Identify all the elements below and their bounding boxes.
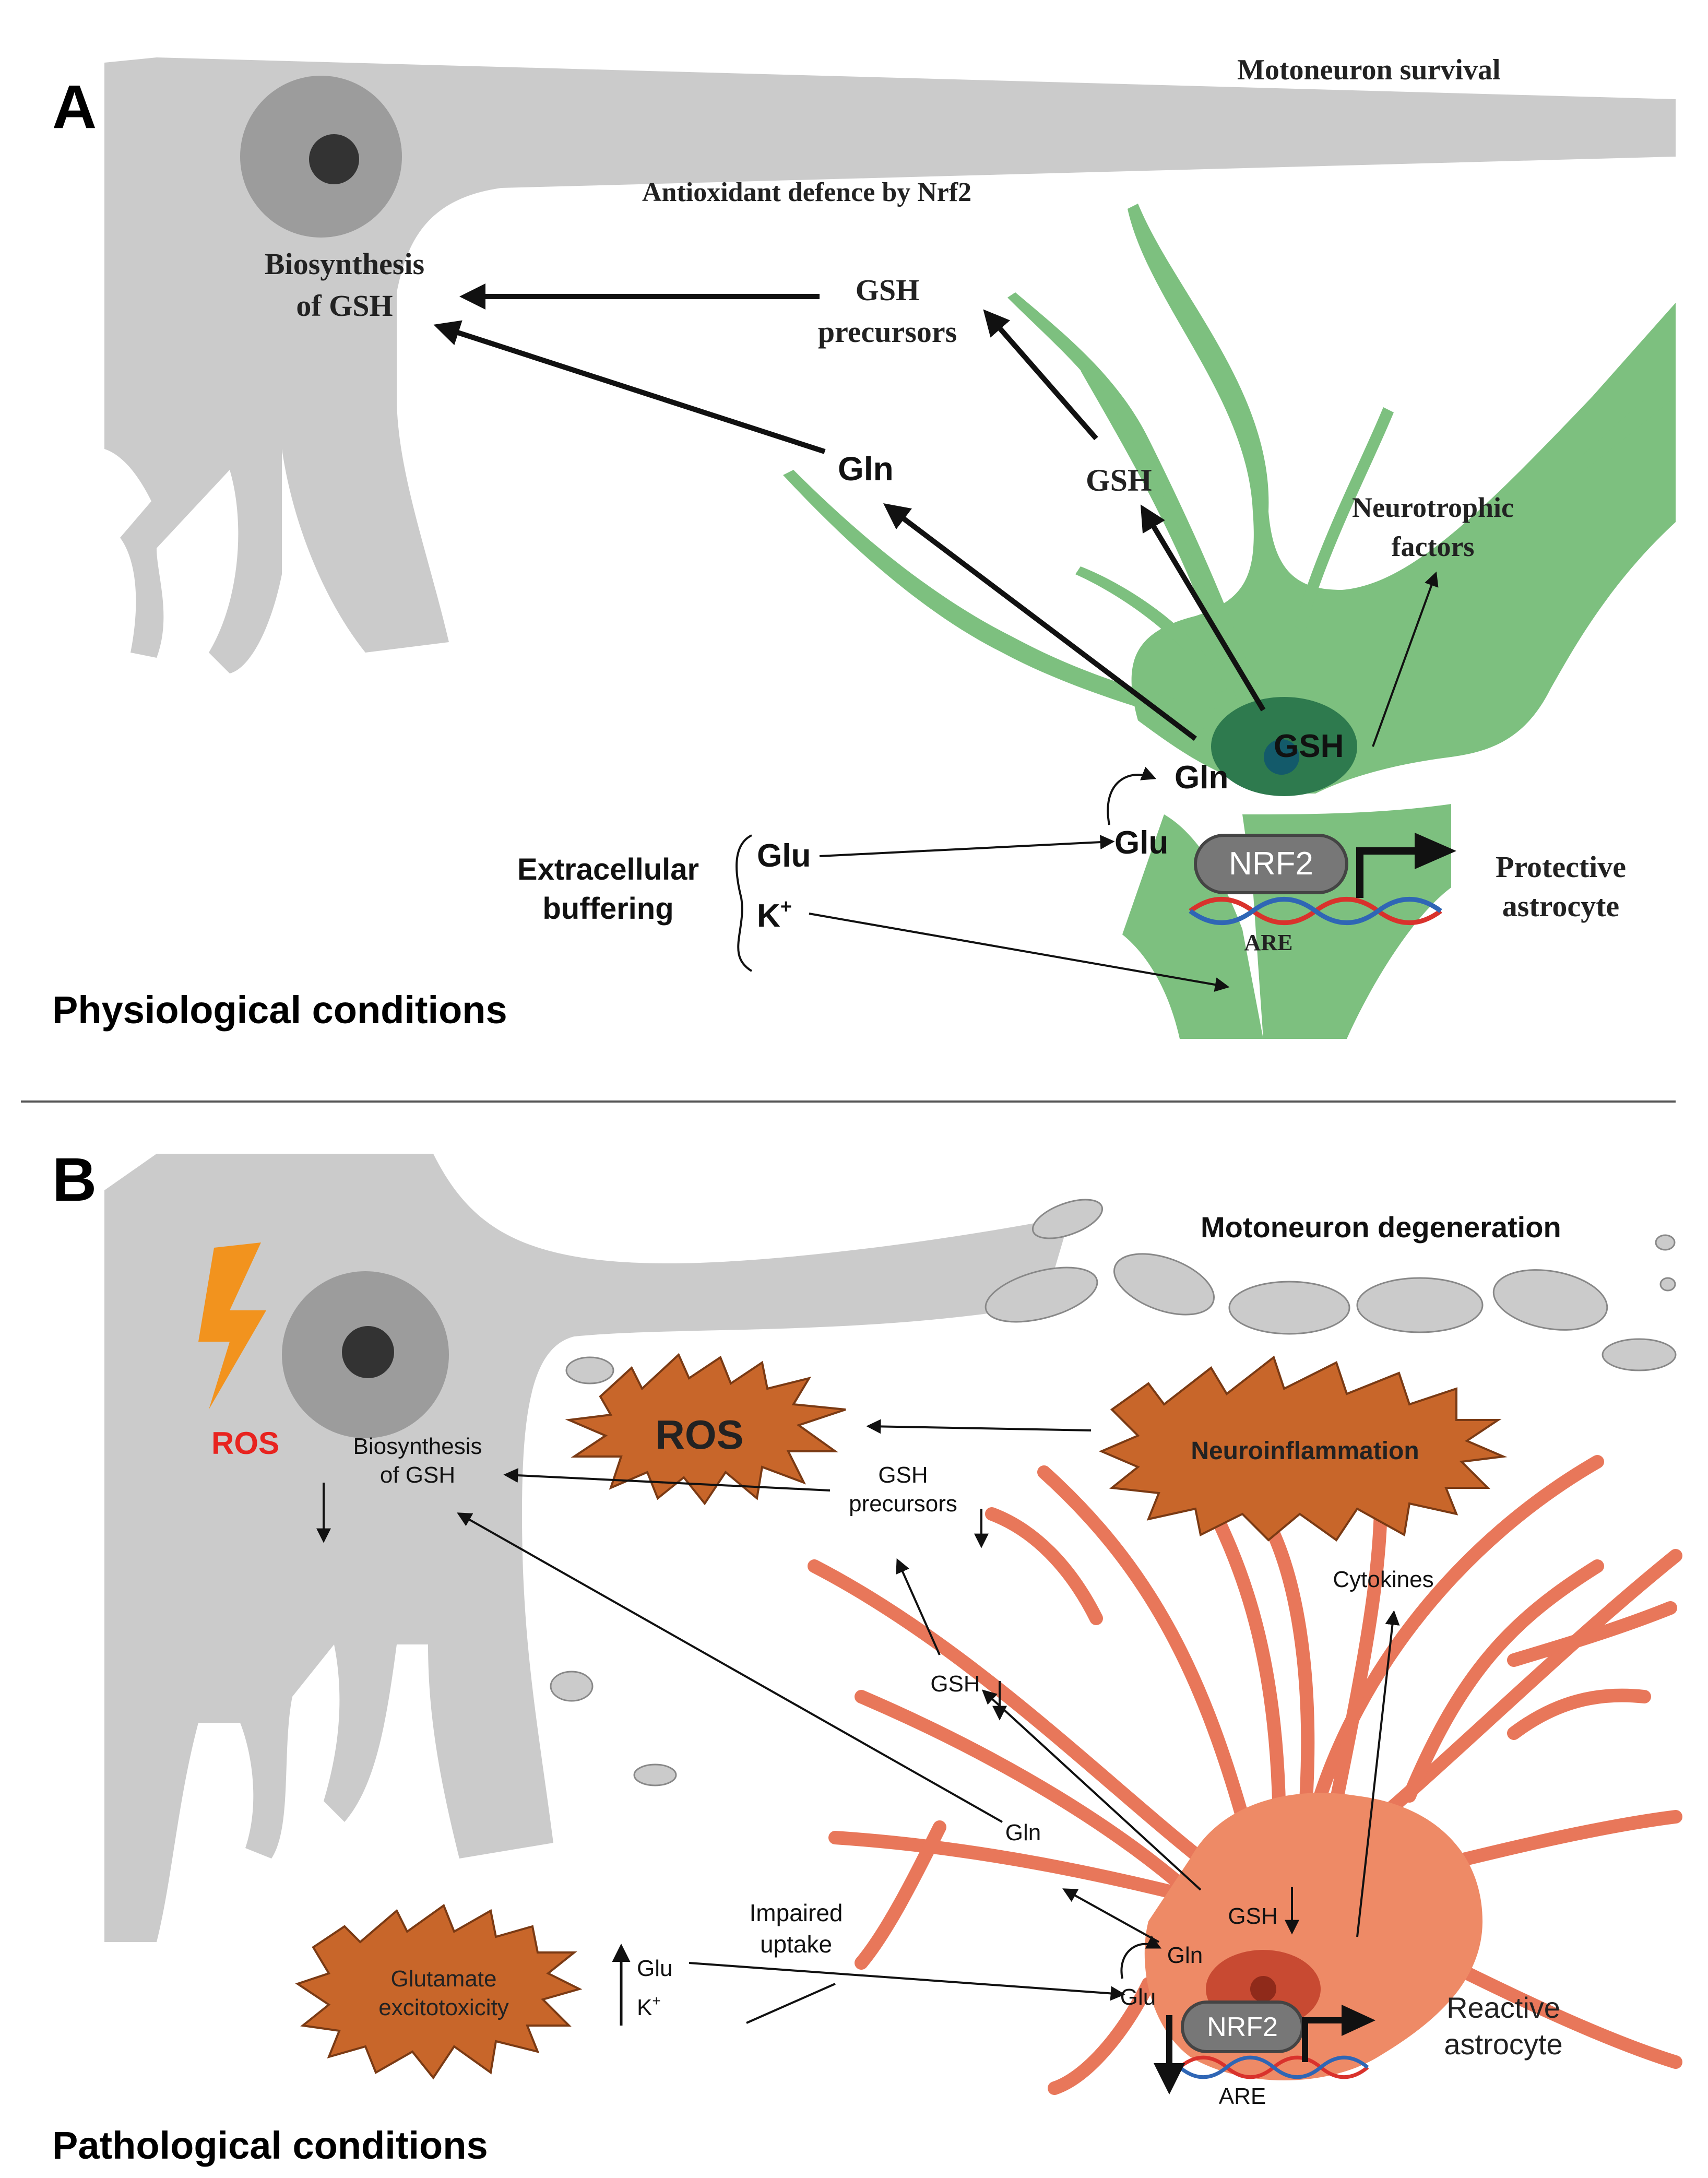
gsh-precursors-label-b-line1: GSH [878,1462,928,1488]
physiological-conditions-caption: Physiological conditions [52,988,507,1032]
gsh-outer-label-a: GSH [1086,463,1152,498]
k-outer-label-a: K+ [757,896,792,934]
cytokines-label: Cytokines [1333,1567,1433,1592]
impaired-uptake-line1: Impaired [750,1899,843,1926]
k-outer-label-b: K+ [637,1993,661,2020]
reactive-astrocyte-line1: Reactive [1446,1991,1560,2024]
reactive-astrocyte-line2: astrocyte [1444,2028,1562,2061]
ros-burst [565,1353,846,1506]
impaired-uptake-line2: uptake [760,1931,832,1958]
ros-small-label: ROS [211,1426,279,1461]
arrows-a [433,283,1439,992]
neuroinflammation-burst [1098,1355,1508,1542]
gln-mid-label-b: Gln [1005,1820,1041,1845]
glu-inner-label-b: Glu [1120,1984,1156,2010]
gsh-precursors-label-a-line1: GSH [856,273,920,307]
panel-b: NRF2 ARE [52,1145,1682,2167]
nrf2-label-a: NRF2 [1229,846,1313,882]
neuroinflammation-label: Neuroinflammation [1191,1437,1419,1465]
panel-a: NRF2 ARE A Motoneuron survival Antioxida… [52,54,1676,1039]
gsh-precursors-label-b-line2: precursors [849,1491,957,1517]
protective-astrocyte-line2: astrocyte [1502,889,1619,923]
panel-a-letter: A [52,73,97,141]
neurotrophic-label-line1: Neurotrophic [1352,492,1514,523]
nrf2-complex-b: NRF2 ARE [1178,2001,1375,2109]
gsh-inner-label-b: GSH [1228,1903,1277,1929]
neurotrophic-label-line2: factors [1392,531,1475,562]
glutamate-excitotoxicity-line2: excitotoxicity [378,1995,508,2020]
nrf2-complex-a: NRF2 ARE [1189,833,1456,955]
extracellular-label-line1: Extracellular [517,853,699,886]
glutamate-excitotoxicity-line1: Glutamate [391,1966,497,1992]
glutamate-excitotoxicity-burst [295,1903,583,2080]
pathological-conditions-caption: Pathological conditions [52,2124,488,2167]
gsh-precursors-label-a-line2: precursors [818,315,957,349]
glu-inner-label-a: Glu [1114,825,1168,861]
nrf2-label-b: NRF2 [1207,2012,1278,2042]
biosynthesis-gsh-label-a-line2: of GSH [296,289,393,323]
are-label-b: ARE [1219,2084,1266,2109]
glu-outer-label-a: Glu [757,838,811,874]
gsh-mid-label-b: GSH [930,1671,980,1697]
protective-astrocyte-line1: Protective [1496,850,1626,884]
motoneuron-survival-title: Motoneuron survival [1237,54,1501,86]
motoneuron-degeneration-title: Motoneuron degeneration [1201,1211,1561,1244]
gln-inner-label-b: Gln [1167,1943,1203,1968]
glu-outer-label-b: Glu [637,1956,672,1981]
gln-inner-label-a: Gln [1175,760,1228,796]
are-label-a: ARE [1244,930,1293,955]
biosynthesis-gsh-label-b-line2: of GSH [380,1462,455,1488]
motoneuron-b [104,1154,1677,1942]
gln-outer-label-a: Gln [838,450,894,488]
biosynthesis-gsh-label-a-line1: Biosynthesis [265,247,424,281]
antioxidant-defence-label: Antioxidant defence by Nrf2 [642,177,971,207]
biosynthesis-gsh-label-b-line1: Biosynthesis [353,1434,482,1459]
arrows-b [316,1419,1400,2094]
gsh-inner-label-a: GSH [1274,728,1344,764]
ros-big-label: ROS [655,1412,743,1458]
motoneuron-a [104,57,1676,673]
extracellular-label-line2: buffering [542,892,673,926]
panel-b-letter: B [52,1145,97,1214]
lightning-icon [198,1242,266,1410]
